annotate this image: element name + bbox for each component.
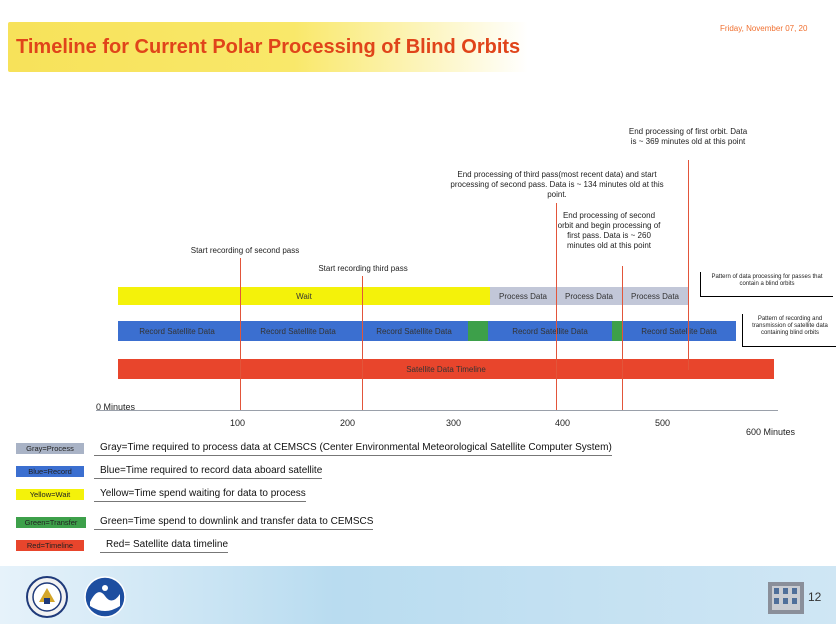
legend-text-red: Red= Satellite data timeline bbox=[100, 538, 229, 553]
footer-band bbox=[0, 566, 836, 624]
recording-pattern-box: Pattern of recording and transmission of… bbox=[742, 314, 836, 347]
annotation-start-third-pass: Start recording third pass bbox=[318, 264, 408, 273]
slide-date: Friday, November 07, 20 bbox=[720, 24, 808, 33]
wait-bar: Wait bbox=[118, 287, 490, 305]
marker-line bbox=[622, 266, 623, 410]
noaa-logo-icon bbox=[84, 576, 126, 623]
record-bar: Record Satellite Data bbox=[488, 321, 612, 341]
commerce-seal-icon bbox=[26, 576, 68, 623]
axis-tick-label: 300 bbox=[446, 418, 462, 428]
marker-line bbox=[240, 258, 241, 410]
page-number: 12 bbox=[808, 590, 822, 604]
annotation-end-first-orbit: End processing of first orbit. Data is ~… bbox=[628, 127, 748, 146]
annotation-start-second-pass: Start recording of second pass bbox=[190, 246, 300, 255]
legend-text-blue: Blue=Time required to record data aboard… bbox=[94, 464, 323, 479]
building-icon bbox=[766, 576, 806, 621]
marker-line bbox=[556, 203, 557, 410]
marker-line bbox=[362, 276, 363, 410]
processing-pattern-box: Pattern of data processing for passes th… bbox=[700, 272, 833, 297]
record-bar: Record Satellite Data bbox=[360, 321, 468, 341]
page-title: Timeline for Current Polar Processing of… bbox=[16, 36, 521, 58]
axis-start-label: 0 Minutes bbox=[96, 402, 136, 412]
record-bar: Record Satellite Data bbox=[118, 321, 236, 341]
annotation-end-second-orbit: End processing of second orbit and begin… bbox=[557, 211, 661, 250]
axis-end-label: 600 Minutes bbox=[746, 427, 796, 437]
axis-tick-label: 100 bbox=[230, 418, 246, 428]
process-bar: Process Data bbox=[556, 287, 622, 305]
legend-swatch-red: Red=Timeline bbox=[16, 540, 84, 551]
satellite-timeline-bar: Satellite Data Timeline bbox=[118, 359, 774, 379]
legend-swatch-green: Green=Transfer bbox=[16, 517, 86, 528]
title-banner bbox=[8, 22, 528, 72]
axis-tick-label: 200 bbox=[340, 418, 356, 428]
process-bar: Process Data bbox=[622, 287, 688, 305]
legend-text-yellow: Yellow=Time spend waiting for data to pr… bbox=[94, 487, 306, 502]
legend-swatch-yellow: Yellow=Wait bbox=[16, 489, 84, 500]
record-bar: Record Satellite Data bbox=[622, 321, 736, 341]
marker-line bbox=[688, 160, 689, 370]
record-bar: Record Satellite Data bbox=[236, 321, 360, 341]
annotation-end-third-pass: End processing of third pass(most recent… bbox=[450, 170, 664, 199]
legend-text-green: Green=Time spend to downlink and transfe… bbox=[94, 515, 374, 530]
axis-line bbox=[96, 410, 778, 411]
transfer-segment bbox=[612, 321, 622, 341]
transfer-segment bbox=[468, 321, 488, 341]
legend-swatch-gray: Gray=Process bbox=[16, 443, 84, 454]
process-bar: Process Data bbox=[490, 287, 556, 305]
legend-text-gray: Gray=Time required to process data at CE… bbox=[94, 441, 612, 456]
legend-swatch-blue: Blue=Record bbox=[16, 466, 84, 477]
axis-tick-label: 400 bbox=[555, 418, 571, 428]
axis-tick-label: 500 bbox=[655, 418, 671, 428]
